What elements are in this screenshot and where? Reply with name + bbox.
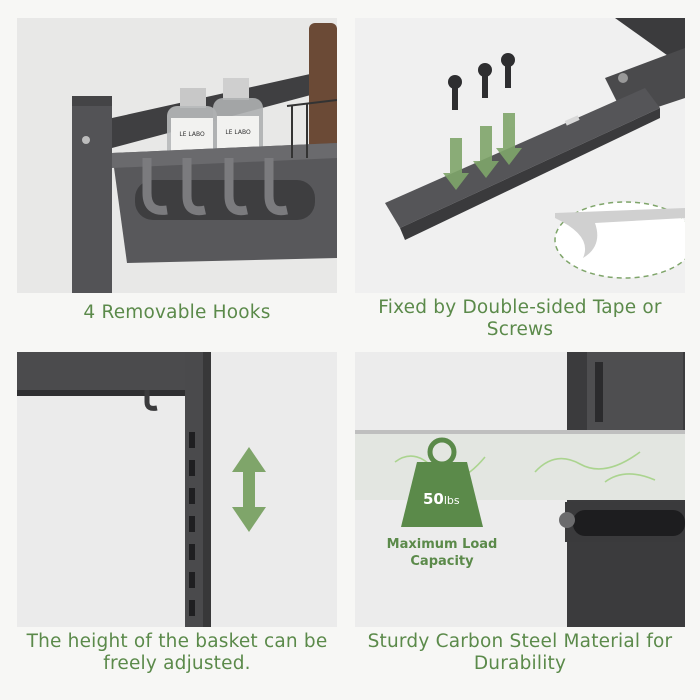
load-label-line2: Capacity: [410, 554, 474, 569]
bottle-label: LE LABO: [179, 131, 205, 138]
basket-with-hooks-illustration: LE LABO LE LABO: [17, 18, 337, 293]
height-caption: The height of the basket can be freely a…: [26, 631, 328, 674]
carbon-steel-illustration: [355, 352, 685, 627]
height-adjust-photo: [17, 352, 337, 627]
load-value: 50lbs: [423, 490, 460, 508]
height-adjust-illustration: [17, 352, 337, 627]
mounting-rail-illustration: [355, 18, 685, 293]
load-capacity-label: Maximum Load Capacity: [377, 536, 507, 570]
bottle-label: LE LABO: [225, 129, 251, 136]
material-photo: 50lbs Maximum Load Capacity: [355, 352, 685, 627]
mounting-photo: [355, 18, 685, 293]
mounting-caption: Fixed by Double-sided Tape or Screws: [378, 297, 662, 340]
hooks-photo: LE LABO LE LABO: [17, 18, 337, 293]
load-number: 50: [423, 490, 444, 508]
material-caption: Sturdy Carbon Steel Material for Durabil…: [367, 631, 673, 674]
load-unit: lbs: [443, 494, 460, 507]
hooks-caption: 4 Removable Hooks: [83, 302, 271, 323]
load-label-line1: Maximum Load: [386, 537, 498, 552]
